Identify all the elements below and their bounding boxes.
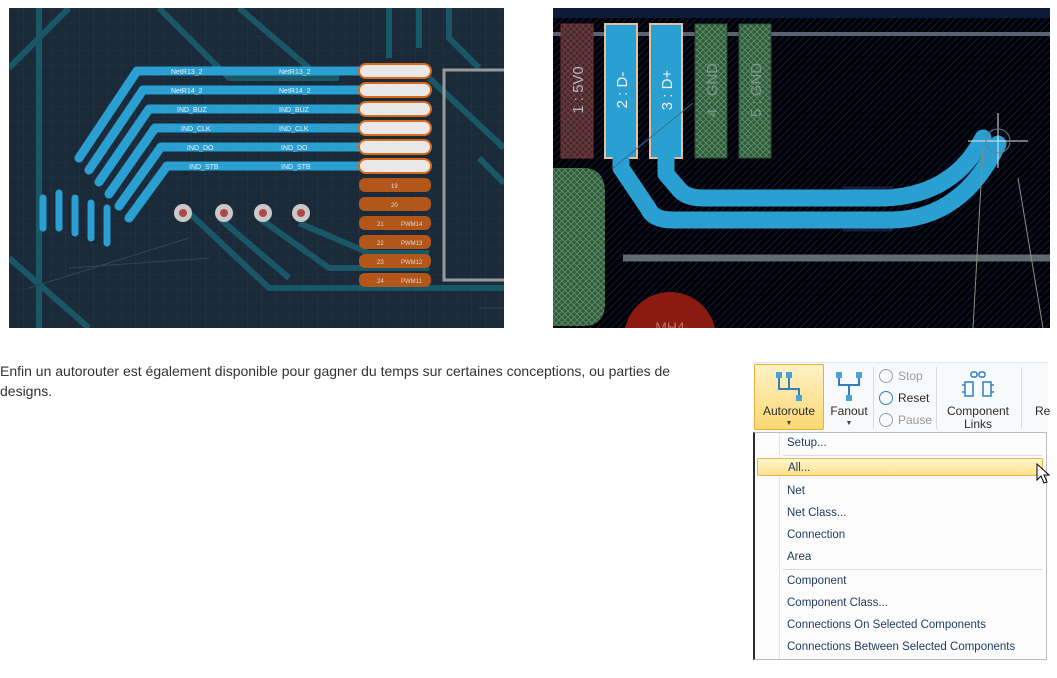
ribbon-divider	[936, 367, 937, 429]
pin-net: PWM12	[401, 260, 423, 266]
stop-icon	[879, 368, 893, 383]
menu-item-connections-on-selected[interactable]: Connections On Selected Components	[787, 619, 986, 631]
stop-label: Stop	[898, 369, 923, 383]
fanout-icon	[836, 372, 862, 401]
reset-icon	[879, 390, 893, 405]
differential-pair	[612, 129, 1007, 229]
pause-label: Pause	[898, 413, 933, 427]
autoroute-dropdown-menu: Setup... All... Net Net Class... Connect…	[753, 432, 1047, 660]
pin-number: 24	[377, 279, 384, 285]
partial-ribbon-label: Re	[1035, 404, 1051, 418]
pin-net: PWM11	[401, 279, 423, 285]
net-label: NetR14_2	[279, 88, 311, 95]
pause-button[interactable]: Pause	[879, 410, 932, 430]
pad-gnd-1	[694, 23, 728, 159]
ribbon-divider	[873, 367, 874, 429]
pad-label: 1 : 5V0	[570, 66, 587, 114]
chevron-down-icon: ▼	[785, 420, 793, 427]
component-outline	[442, 68, 504, 282]
menu-gutter	[779, 433, 780, 659]
partial-ribbon-button[interactable]: Re	[1031, 365, 1051, 429]
pad-label: 3 : D+	[659, 70, 676, 111]
pcb-layout-image-left: NetR13_2 NetR13_2 NetR14_2 NetR14_2 IND_…	[9, 8, 504, 328]
vias	[174, 204, 310, 222]
component-links-icon	[962, 371, 994, 397]
reset-label: Reset	[898, 391, 930, 405]
crosshair-cursor-icon	[968, 113, 1028, 168]
menu-item-component[interactable]: Component	[787, 575, 847, 587]
ribbon-toolbar: Autoroute ▼ Fanout ▼ Stop Reset Pause Co…	[753, 362, 1051, 433]
pcb-right-drawing: 1 : 5V0 2 : D- 3 : D+ 4 : GND 5 : GND MH…	[553, 8, 1050, 328]
ribbon-divider	[1021, 367, 1022, 429]
menu-separator	[783, 569, 1042, 570]
net-label: IND_DO	[281, 145, 308, 152]
description-paragraph: Enfin un autorouter est également dispon…	[0, 363, 671, 399]
pcb-left-drawing: NetR13_2 NetR13_2 NetR14_2 NetR14_2 IND_…	[9, 8, 504, 328]
reset-button[interactable]: Reset	[879, 388, 929, 408]
menu-item-setup[interactable]: Setup...	[787, 437, 827, 449]
pad-label: 5 : GND	[748, 63, 765, 117]
net-label: IND_CLK	[279, 126, 309, 133]
autoroute-label: Autoroute	[762, 404, 816, 418]
net-label: IND_DO	[187, 145, 214, 152]
fanout-label: Fanout	[830, 404, 868, 418]
menu-item-net-class[interactable]: Net Class...	[787, 507, 847, 519]
mouse-pointer-icon	[1036, 463, 1050, 484]
menu-item-area[interactable]: Area	[787, 551, 812, 563]
net-label: NetR13_2	[171, 69, 203, 76]
pad-label: 2 : D-	[614, 72, 631, 109]
menu-separator	[783, 455, 1042, 456]
menu-item-connection[interactable]: Connection	[787, 529, 846, 541]
net-label: IND_BUZ	[177, 107, 208, 114]
pad-gnd-2	[738, 23, 772, 159]
autoroute-button[interactable]: Autoroute ▼	[754, 364, 824, 430]
pad-label: 4 : GND	[704, 63, 721, 117]
connector-pads	[358, 63, 432, 287]
menu-item-all[interactable]: All...	[757, 458, 1043, 476]
net-label: IND_STB	[189, 164, 219, 171]
stop-button[interactable]: Stop	[879, 366, 923, 386]
pin-net: PWM13	[401, 241, 423, 247]
fanout-button[interactable]: Fanout ▼	[827, 365, 871, 429]
pin-number: 20	[391, 203, 398, 209]
menu-item-net[interactable]: Net	[787, 485, 805, 497]
component-links-button[interactable]: Component Links	[941, 365, 1015, 431]
pause-icon	[879, 412, 893, 427]
net-label: NetR13_2	[279, 69, 311, 76]
mounting-hole	[625, 292, 715, 328]
pin-number: 19	[391, 184, 398, 190]
net-label: IND_CLK	[181, 126, 211, 133]
net-label: IND_STB	[281, 164, 311, 171]
pin-number: 22	[377, 241, 384, 247]
chevron-down-icon: ▼	[845, 420, 853, 427]
net-label: NetR14_2	[171, 88, 203, 95]
menu-item-connections-between-selected[interactable]: Connections Between Selected Components	[787, 641, 1016, 653]
pad-d-minus	[604, 23, 638, 159]
autoroute-icon	[776, 372, 802, 401]
hole-label: MH4	[655, 319, 685, 328]
pin-number: 23	[377, 260, 384, 266]
component-links-label: Component Links	[946, 404, 1010, 431]
pin-net: PWM14	[401, 222, 423, 228]
pin-number: 21	[377, 222, 384, 228]
menu-item-component-class[interactable]: Component Class...	[787, 597, 888, 609]
net-label: IND_BUZ	[279, 107, 310, 114]
ground-pad	[553, 168, 605, 326]
pcb-layout-image-right: 1 : 5V0 2 : D- 3 : D+ 4 : GND 5 : GND MH…	[553, 8, 1050, 328]
pad-5v0	[560, 23, 594, 159]
